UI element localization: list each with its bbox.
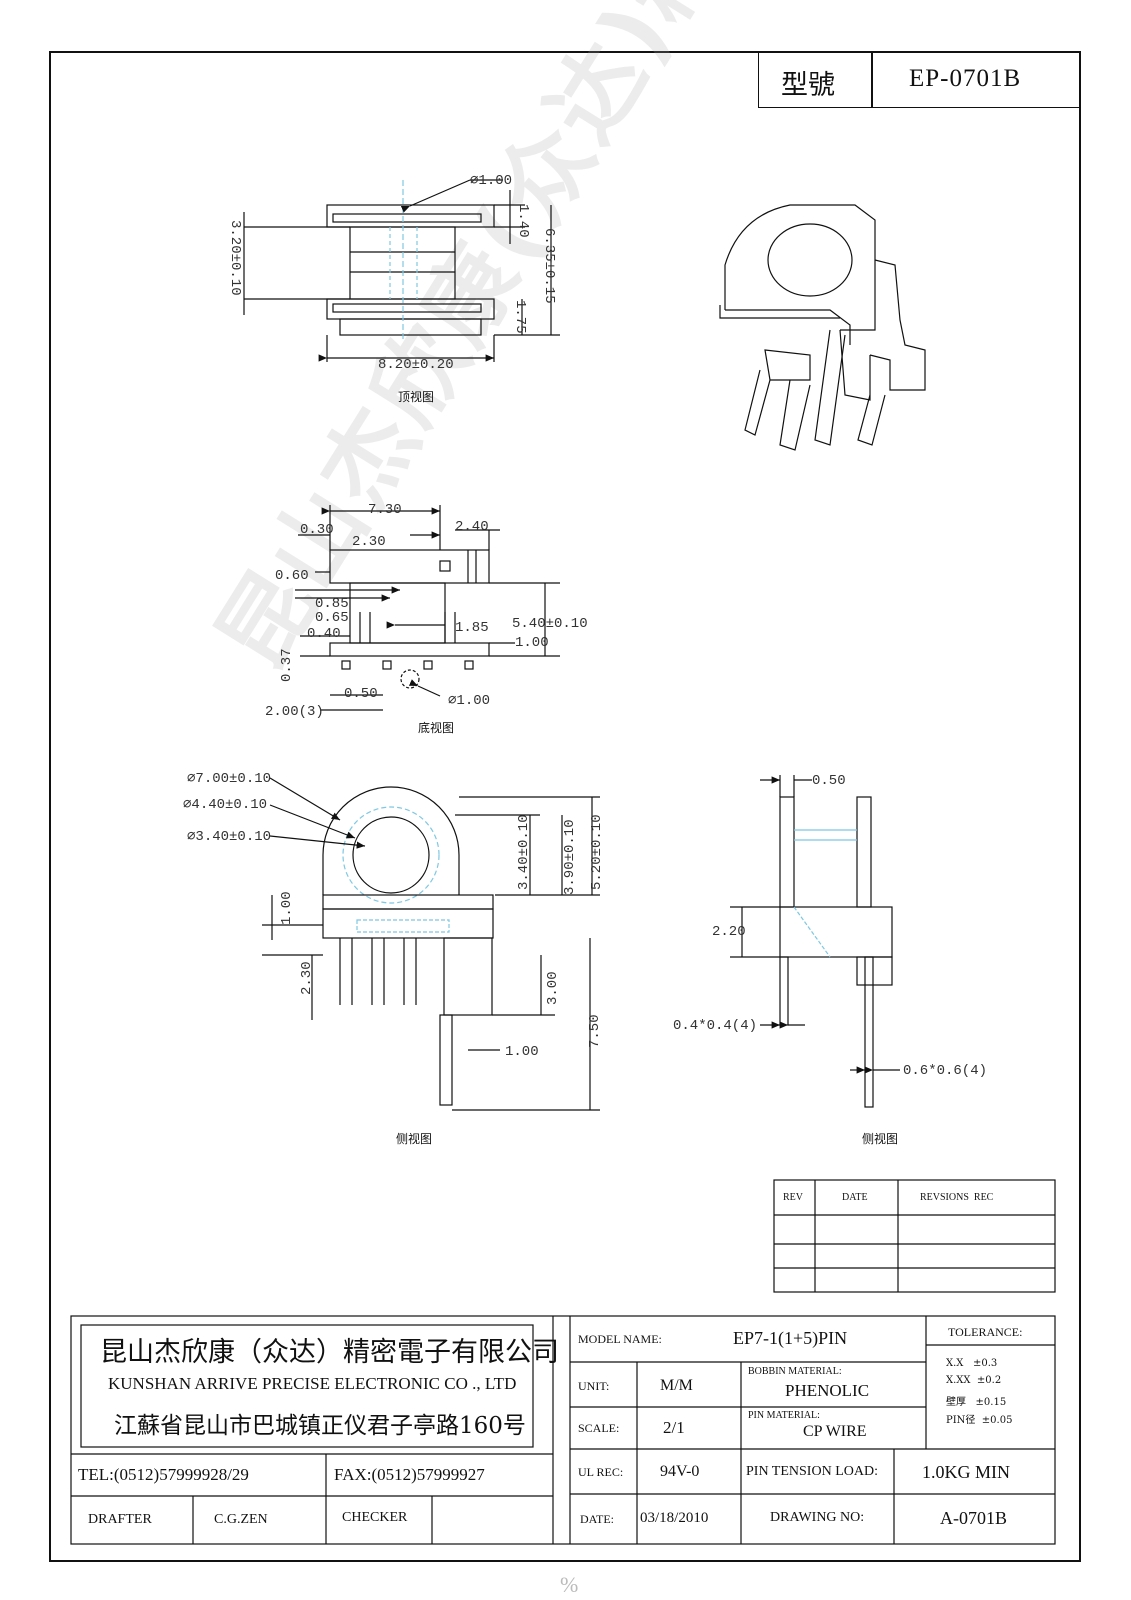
model-number-value: EP-0701B xyxy=(909,65,1022,92)
side-view-left xyxy=(262,777,600,1111)
ul-rec-value: 94V-0 xyxy=(660,1463,700,1480)
pin-tension-value: 1.0KG MIN xyxy=(922,1462,1010,1482)
drawing-no-label: DRAWING NO: xyxy=(770,1510,865,1525)
bottom-view xyxy=(295,505,560,711)
checker-label: CHECKER xyxy=(342,1510,408,1525)
company-name-cn: 昆山杰欣康（众达）精密電子有限公司 xyxy=(100,1337,559,1368)
isometric-view xyxy=(719,204,926,451)
tolerance-x-xx: X.XX ±0.2 xyxy=(946,1375,1002,1386)
caption-side-view-left: 侧视图 xyxy=(396,1132,433,1146)
date-value: 03/18/2010 xyxy=(640,1510,709,1526)
rev-header: REV xyxy=(783,1192,803,1203)
rev-revisions-header: REVSIONS REC xyxy=(920,1192,994,1203)
drafter-label: DRAFTER xyxy=(88,1512,152,1527)
caption-bottom-view: 底视图 xyxy=(418,721,455,735)
model-number-box: 型號 EP-0701B xyxy=(758,53,1080,108)
revision-table xyxy=(773,1179,1056,1293)
bobbin-material-label: BOBBIN MATERIAL: xyxy=(748,1366,842,1377)
unit-value: M/M xyxy=(660,1377,693,1394)
drawing-no-value: A-0701B xyxy=(940,1508,1007,1528)
model-name-value: EP7-1(1+5)PIN xyxy=(733,1328,848,1348)
ul-rec-label: UL REC: xyxy=(578,1465,624,1479)
top-view xyxy=(243,179,560,362)
model-number-label: 型號 xyxy=(781,70,835,101)
model-name-label: MODEL NAME: xyxy=(578,1332,662,1346)
bobbin-material-value: PHENOLIC xyxy=(785,1381,870,1400)
company-address: 江蘇省昆山市巴城镇正仪君子亭路160号 xyxy=(114,1413,526,1439)
title-block-grid xyxy=(70,1315,1056,1545)
tolerance-wall: 壁厚 ±0.15 xyxy=(946,1397,1007,1408)
rev-date-header: DATE xyxy=(842,1192,868,1203)
side-view-right xyxy=(730,775,900,1108)
pin-tension-label: PIN TENSION LOAD: xyxy=(746,1464,878,1479)
company-name-en: KUNSHAN ARRIVE PRECISE ELECTRONIC CO ., … xyxy=(108,1374,517,1393)
drawing-frame xyxy=(49,51,1081,1562)
pin-material-value: CP WIRE xyxy=(803,1423,867,1440)
scale-label: SCALE: xyxy=(578,1421,620,1435)
pin-material-label: PIN MATERIAL: xyxy=(748,1410,820,1421)
tolerance-label: TOLERANCE: xyxy=(948,1325,1023,1339)
tolerance-pin: PIN径 ±0.05 xyxy=(946,1415,1013,1426)
tolerance-x-x: X.X ±0.3 xyxy=(946,1358,998,1369)
drafter-name: C.G.ZEN xyxy=(214,1512,268,1527)
page-footer-mark: % xyxy=(560,1572,579,1597)
caption-top-view: 顶视图 xyxy=(398,390,435,404)
scale-value: 2/1 xyxy=(663,1418,685,1437)
caption-side-view-right: 侧视图 xyxy=(862,1132,899,1146)
company-fax: FAX:(0512)57999927 xyxy=(334,1465,485,1484)
unit-label: UNIT: xyxy=(578,1379,610,1393)
company-tel: TEL:(0512)57999928/29 xyxy=(78,1465,249,1484)
date-label: DATE: xyxy=(580,1512,614,1526)
